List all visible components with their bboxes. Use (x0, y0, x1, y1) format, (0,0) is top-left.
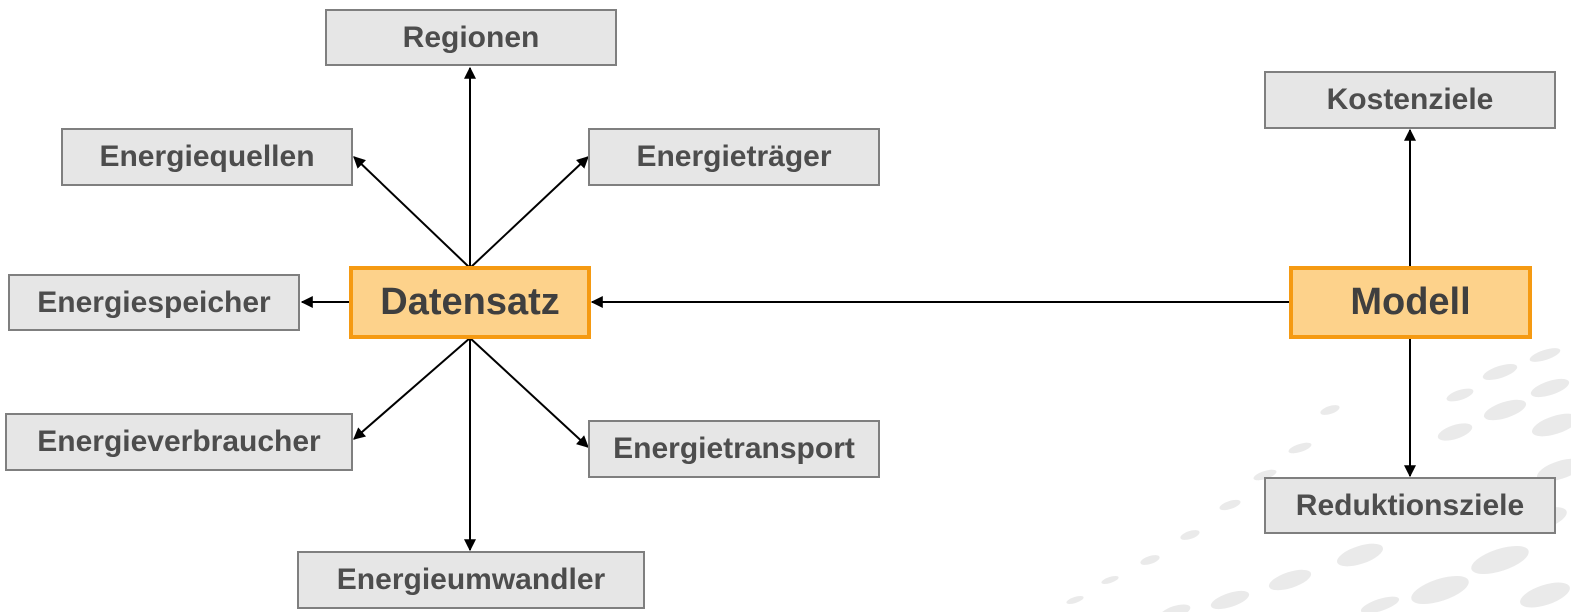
node-energieumwandler: Energieumwandler (297, 551, 645, 609)
node-energietraeger: Energieträger (588, 128, 880, 186)
arrow-datensatz-energiequellen (353, 156, 471, 269)
node-modell: Modell (1289, 266, 1532, 339)
arrow-datensatz-energieverbraucher (353, 337, 471, 440)
arrow-datensatz-energietransport (469, 337, 589, 448)
node-kostenziele: Kostenziele (1264, 71, 1556, 129)
node-energiequellen: Energiequellen (61, 128, 353, 186)
node-regionen: Regionen (325, 9, 617, 66)
node-energiespeicher: Energiespeicher (8, 274, 300, 331)
node-datensatz: Datensatz (349, 266, 591, 339)
arrow-datensatz-energietraeger (469, 156, 589, 269)
node-energietransport: Energietransport (588, 420, 880, 478)
node-energieverbraucher: Energieverbraucher (5, 413, 353, 471)
node-reduktionsziele: Reduktionsziele (1264, 477, 1556, 534)
